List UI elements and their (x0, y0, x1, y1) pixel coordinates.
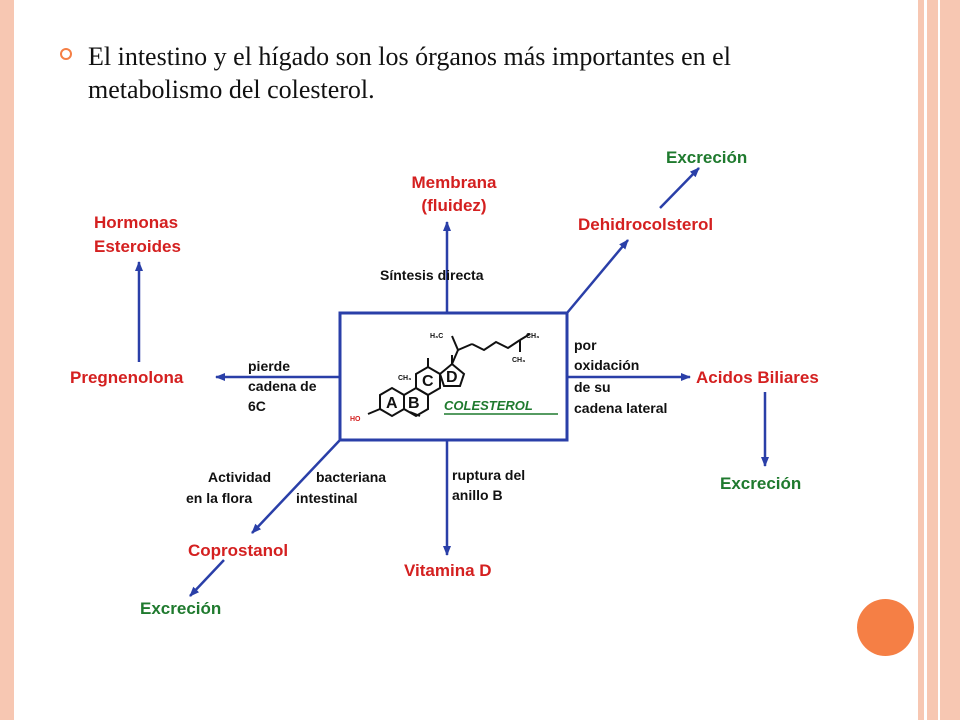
process-anillo-b: anillo B (452, 487, 503, 503)
process-de-su: de su (574, 379, 611, 395)
process-ruptura: ruptura del (452, 467, 525, 483)
process-por: por (574, 337, 597, 353)
arrow-to-excrecion-bottom (189, 559, 225, 597)
group-label: CH₃ (526, 333, 539, 340)
process-bacteriana: bacteriana (316, 469, 386, 485)
process-cadena-de: cadena de (248, 378, 317, 394)
arrow-to-excrecion-top (659, 167, 700, 209)
label-membrana: Membrana (411, 173, 497, 192)
label-acidos-biliares: Acidos Biliares (696, 368, 819, 387)
ring-label-a: A (386, 395, 398, 412)
process-cadena-lateral: cadena lateral (574, 400, 667, 416)
process-intestinal: intestinal (296, 490, 357, 506)
decorative-orb (857, 599, 914, 656)
label-dehidrocolsterol: Dehidrocolsterol (578, 215, 713, 234)
bullet-text: El intestino y el hígado son los órganos… (88, 42, 731, 104)
process-sintesis: Síntesis directa (380, 267, 484, 283)
ring-label-d: D (446, 369, 458, 386)
cholesterol-structure (367, 333, 531, 418)
process-oxidacion: oxidación (574, 357, 639, 373)
label-excrecion-bottom: Excreción (140, 599, 221, 618)
process-en-la-flora: en la flora (186, 490, 252, 506)
label-coprostanol: Coprostanol (188, 541, 288, 560)
border-stripe (938, 0, 940, 720)
arrow-to-coprostanol (251, 439, 341, 534)
border-stripe (924, 0, 927, 720)
process-pierde: pierde (248, 358, 290, 374)
label-membrana-fluidez: (fluidez) (421, 196, 486, 215)
arrow-to-dehidro (566, 239, 629, 314)
process-actividad: Actividad (208, 469, 271, 485)
compound-name: COLESTEROL (444, 398, 533, 413)
label-esteroides: Esteroides (94, 237, 181, 256)
slide-right-border (918, 0, 960, 720)
slide-left-border (0, 0, 14, 720)
group-label: CH₃ (398, 375, 411, 382)
group-label: CH₃ (512, 357, 525, 364)
label-pregnenolona: Pregnenolona (70, 368, 184, 387)
label-excrecion-top: Excreción (666, 148, 747, 167)
label-vitamina-d: Vitamina D (404, 561, 492, 580)
label-excrecion-right: Excreción (720, 474, 801, 493)
group-label: HO (350, 416, 361, 423)
bullet-circle-icon (60, 48, 72, 60)
ring-label-b: B (408, 395, 420, 412)
process-6c: 6C (248, 398, 266, 414)
group-label: H₃C (430, 333, 443, 340)
label-hormonas: Hormonas (94, 213, 178, 232)
ring-label-c: C (422, 373, 434, 390)
